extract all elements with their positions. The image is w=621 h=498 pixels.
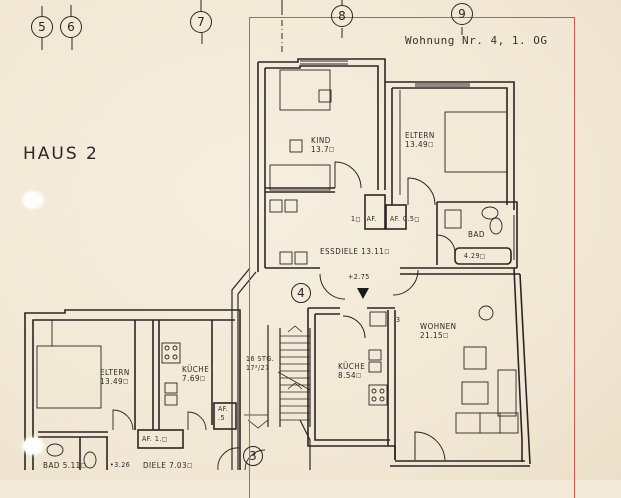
room-label-essdiele: ESSDIELE 13.11: [320, 247, 390, 256]
room-area: 21.15: [420, 331, 444, 340]
storage-name: AF.: [366, 215, 377, 223]
room-name: BAD: [468, 230, 485, 239]
level-marker: +2.75: [348, 273, 370, 281]
storage-area: 1: [351, 215, 356, 223]
room-name: DIELE: [143, 461, 167, 470]
room-label-eltern-left: ELTERN 13.49: [100, 368, 130, 386]
level-marker-left: •3.26: [110, 461, 131, 469]
unit-number-3: 3: [243, 446, 263, 466]
stair-count: 16 STG.: [246, 355, 275, 363]
storage-area: .5: [218, 414, 226, 422]
grid-axis-7: 7: [190, 11, 212, 33]
room-name: KÜCHE: [182, 365, 210, 374]
storage-name: AF.: [390, 215, 401, 223]
punch-hole: [23, 192, 43, 208]
room-area: 7.69: [182, 374, 201, 383]
room-area: 13.11: [361, 247, 385, 256]
floor-plan-drawing: [24, 0, 531, 471]
room-label-kind: KIND 13.7: [311, 136, 335, 154]
building-label: HAUS 2: [23, 144, 99, 164]
storage-name: AF.: [218, 405, 229, 413]
room-name: KÜCHE: [338, 362, 366, 371]
grid-axis-9: 9: [451, 3, 473, 25]
room-name: WOHNEN: [420, 322, 457, 331]
room-label-diele: DIELE 7.03: [143, 461, 193, 470]
room-name: ELTERN: [405, 131, 435, 140]
window-mark: 3: [396, 316, 401, 324]
room-area: 8.54: [338, 371, 357, 380]
room-area: 13.7: [311, 145, 330, 154]
room-area-bad: 4.29: [464, 252, 486, 261]
apartment-highlight-frame: [249, 17, 575, 498]
room-label-bad-left: BAD 5.11: [43, 461, 86, 470]
room-name: KIND: [311, 136, 331, 145]
stair-label: 16 STG. 17²/27: [246, 355, 274, 373]
storage-label-2: AF. 0.5: [390, 215, 420, 224]
grid-axis-8: 8: [331, 5, 353, 27]
unit-number-4: 4: [291, 283, 311, 303]
room-name: ESSDIELE: [320, 247, 359, 256]
room-label-wohnen: WOHNEN 21.15: [420, 322, 457, 340]
grid-axis-6: 6: [60, 16, 82, 38]
stair-ratio: 17²/27: [246, 364, 270, 372]
room-area: 13.49: [405, 140, 429, 149]
room-label-kueche: KÜCHE 8.54: [338, 362, 365, 380]
punch-hole: [23, 438, 43, 454]
room-area: 13.49: [100, 377, 124, 386]
room-area: 4.29: [464, 252, 481, 260]
apartment-title: Wohnung Nr. 4, 1. OG: [405, 34, 548, 47]
room-label-eltern: ELTERN 13.49: [405, 131, 435, 149]
level-triangle-icon: [357, 288, 369, 299]
room-name: ELTERN: [100, 368, 130, 377]
room-label-kueche-left: KÜCHE 7.69: [182, 365, 209, 383]
room-label-bad: BAD: [468, 230, 485, 239]
storage-name: AF.: [142, 435, 153, 443]
room-area: 7.03: [169, 461, 188, 470]
storage-label-left-2: AF. .5: [218, 405, 228, 423]
room-name: BAD: [43, 461, 60, 470]
room-area: 5.11: [62, 461, 81, 470]
storage-area: 0.5: [402, 215, 415, 223]
storage-area: 1.: [154, 435, 162, 443]
storage-label-1: 1 AF.: [351, 215, 377, 224]
grid-axis-5: 5: [31, 16, 53, 38]
storage-label-left-1: AF. 1.: [142, 435, 167, 444]
